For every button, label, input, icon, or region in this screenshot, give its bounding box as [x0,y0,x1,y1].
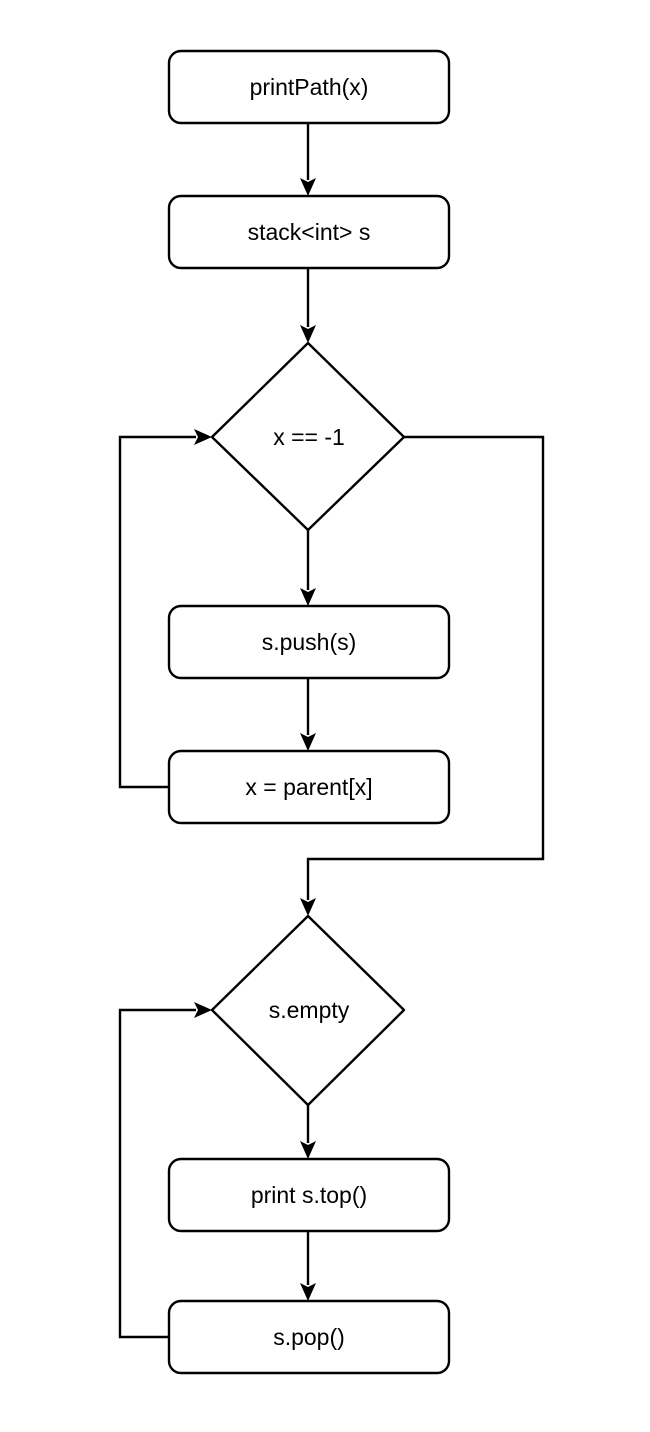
node-label-push: s.push(s) [262,629,357,655]
arrow-head-icon [300,1141,316,1159]
arrow-head-icon [300,178,316,196]
node-condition-x-equals-minus-one[interactable]: x == -1 [210,341,406,532]
node-label-parent: x = parent[x] [245,774,372,800]
edge-condition-x-to-push [300,530,316,606]
edge-parent-loop-to-condition-x [118,429,212,789]
edge-pop-loop-to-condition-empty [118,1002,212,1339]
node-label-condition-x: x == -1 [273,424,345,450]
node-condition-stack-empty[interactable]: s.empty [210,914,406,1107]
arrow-head-icon [300,325,316,343]
arrow-head-icon [300,898,316,916]
node-push[interactable]: s.push(s) [167,604,451,680]
arrow-head-icon [300,588,316,606]
node-shape-rounded-rect[interactable] [167,604,451,680]
edge-push-to-parent [300,678,316,751]
arrow-head-icon [300,733,316,751]
node-shape-rounded-rect[interactable] [167,49,451,125]
node-shape-diamond[interactable] [210,341,406,532]
edge-print-top-to-pop [300,1231,316,1301]
node-label-condition-empty: s.empty [269,997,350,1023]
node-declare-stack[interactable]: stack<int> s [167,194,451,270]
node-shape-rounded-rect[interactable] [167,1299,451,1375]
node-print-top[interactable]: print s.top() [167,1157,451,1233]
node-shape-rounded-rect[interactable] [167,194,451,270]
node-parent-assign[interactable]: x = parent[x] [167,749,451,825]
node-label-start: printPath(x) [250,74,369,100]
node-shape-rounded-rect[interactable] [167,1157,451,1233]
node-pop[interactable]: s.pop() [167,1299,451,1375]
edge-start-to-declare [300,123,316,196]
node-shape-rounded-rect[interactable] [167,749,451,825]
node-label-declare: stack<int> s [248,219,371,245]
arrow-head-icon [194,1002,212,1018]
edge-declare-to-condition-x [300,268,316,343]
node-label-pop: s.pop() [273,1324,345,1350]
edge-condition-x-to-condition-empty [300,435,545,916]
node-start-print-path[interactable]: printPath(x) [167,49,451,125]
edge-condition-empty-to-print-top [300,1105,316,1159]
node-shape-diamond[interactable] [210,914,406,1107]
arrow-head-icon [300,1283,316,1301]
node-label-print-top: print s.top() [251,1182,367,1208]
arrow-head-icon [194,429,212,445]
